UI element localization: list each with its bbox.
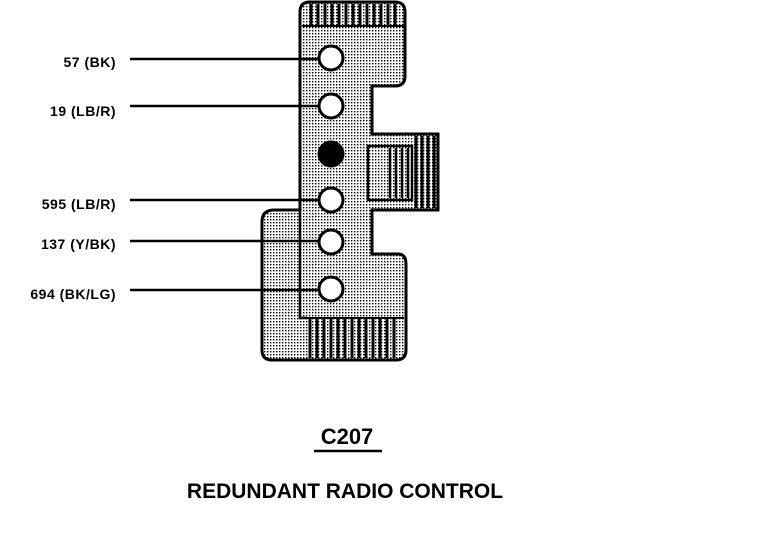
- pin-6: 694 (BK/LG): [30, 275, 345, 303]
- pin-1: 57 (BK): [63, 44, 345, 72]
- bottom-latch-hatch: [306, 317, 404, 358]
- side-latch-hatch: [366, 136, 436, 208]
- pin-cavity-filled: [317, 140, 345, 168]
- connector-body-upper: [260, 0, 440, 362]
- pin-label: 595 (LB/R): [42, 196, 116, 212]
- connector-id: C207: [321, 424, 374, 449]
- pin-cavity-open: [317, 92, 345, 120]
- pin-cavity-open: [317, 186, 345, 214]
- connector-body: [260, 0, 440, 362]
- pin-label: 137 (Y/BK): [41, 236, 116, 252]
- connector-body-lower-lobe: [298, 210, 306, 320]
- pin-3: [317, 140, 345, 168]
- pin-5: 137 (Y/BK): [41, 228, 345, 256]
- pin-4: 595 (LB/R): [42, 186, 345, 214]
- pin-cavity-open: [317, 44, 345, 72]
- pin-label: 694 (BK/LG): [30, 286, 116, 302]
- pin-label: 57 (BK): [63, 54, 116, 70]
- pin-cavity-open: [317, 228, 345, 256]
- connector-description: REDUNDANT RADIO CONTROL: [187, 480, 503, 503]
- pin-cavity-open: [317, 275, 345, 303]
- pin-2: 19 (LB/R): [50, 92, 345, 120]
- pin-row: 57 (BK) 19 (LB/R) 595 (LB/R) 137 (Y/BK) …: [30, 44, 345, 303]
- top-latch-hatch: [302, 4, 404, 27]
- pin-label: 19 (LB/R): [50, 103, 116, 119]
